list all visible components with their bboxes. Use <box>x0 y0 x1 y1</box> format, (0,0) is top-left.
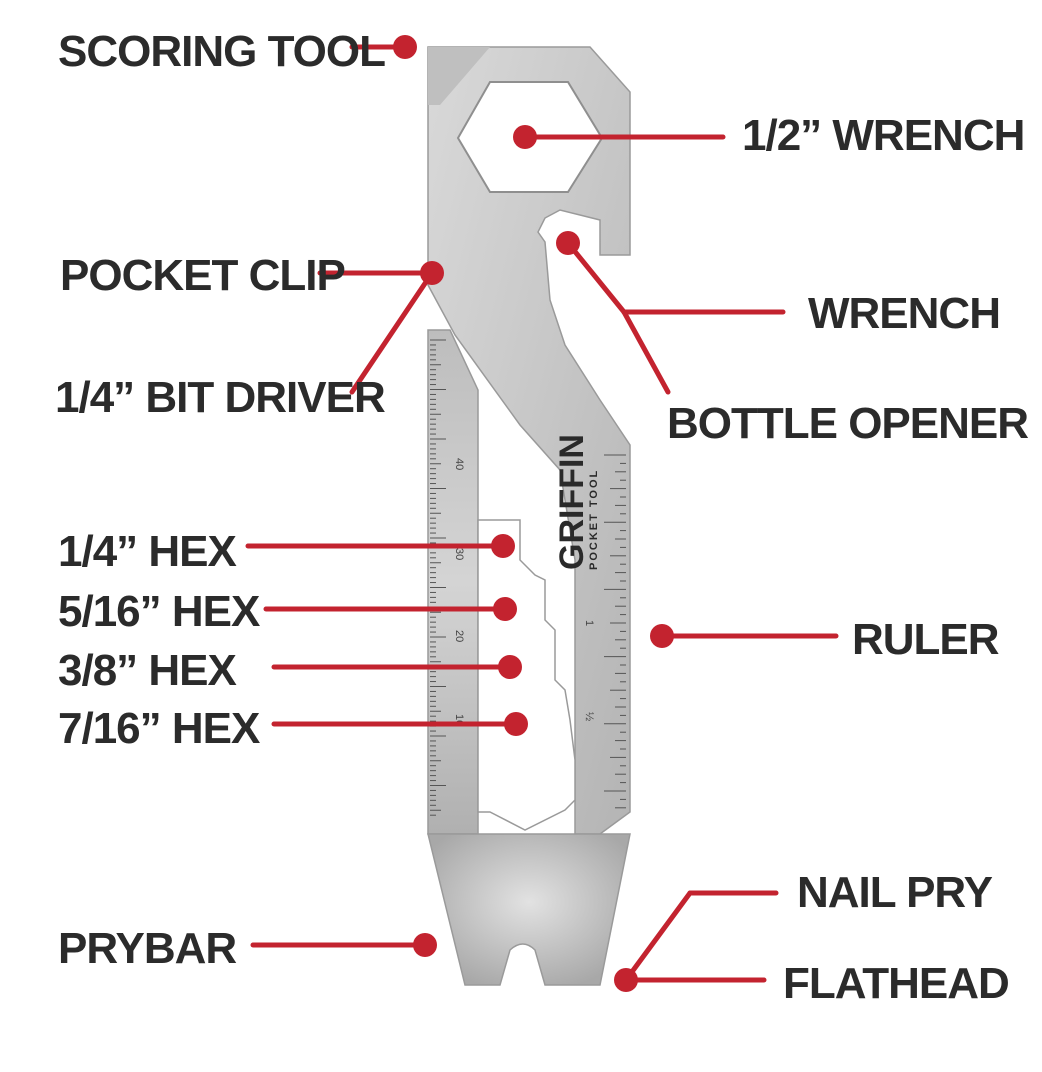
ruler-number-half: ½ <box>583 712 595 721</box>
callouts: SCORING TOOL 1/2” WRENCH POCKET CLIP 1/4… <box>55 27 1029 1008</box>
ruler-number-1: 1 <box>583 620 595 626</box>
left-ruler-bar <box>427 329 479 835</box>
callout-dot <box>493 597 517 621</box>
callout-dot <box>491 534 515 558</box>
callout-dot <box>393 35 417 59</box>
tool-head <box>427 46 631 835</box>
label-hex-7-16: 7/16” HEX <box>58 704 260 753</box>
callout-prybar: PRYBAR <box>58 924 437 973</box>
callout-ruler: RULER <box>650 615 1000 664</box>
callout-dot <box>504 712 528 736</box>
callout-scoring-tool: SCORING TOOL <box>58 27 417 76</box>
callout-line <box>565 240 627 315</box>
label-half-inch-wrench: 1/2” WRENCH <box>742 111 1024 160</box>
metric-ruler-ticks <box>430 339 446 816</box>
callout-dot <box>614 968 638 992</box>
brand-mark: GRIFFIN POCKET TOOL <box>553 434 600 570</box>
label-bit-driver: 1/4” BIT DRIVER <box>55 373 385 422</box>
callout-hex-1-4: 1/4” HEX <box>58 527 515 576</box>
label-scoring-tool: SCORING TOOL <box>58 27 385 76</box>
label-wrench: WRENCH <box>808 289 1000 338</box>
label-flathead: FLATHEAD <box>783 959 1009 1008</box>
callout-dot <box>413 933 437 957</box>
callout-dot <box>556 231 580 255</box>
scoring-tip <box>428 47 490 105</box>
callout-dot <box>420 261 444 285</box>
brand-subtitle: POCKET TOOL <box>588 469 600 570</box>
callout-dot <box>498 655 522 679</box>
tool-body: GRIFFIN POCKET TOOL 40 30 20 10 1 ½ <box>427 46 631 986</box>
callout-bottle-opener: WRENCH BOTTLE OPENER <box>556 231 1029 448</box>
callout-line <box>623 890 693 983</box>
callout-dot <box>513 125 537 149</box>
callout-line <box>621 309 671 395</box>
metric-ruler-numbers: 40 30 20 10 <box>453 458 465 726</box>
ruler-number-20: 20 <box>453 630 465 642</box>
label-prybar: PRYBAR <box>58 924 236 973</box>
callout-hex-5-16: 5/16” HEX <box>58 587 517 636</box>
brand-text: GRIFFIN <box>553 434 591 570</box>
label-hex-3-8: 3/8” HEX <box>58 646 237 695</box>
label-pocket-clip: POCKET CLIP <box>60 251 345 300</box>
callout-dot <box>650 624 674 648</box>
ruler-number-40: 40 <box>453 458 465 470</box>
label-ruler: RULER <box>852 615 999 664</box>
callout-pocket-clip: POCKET CLIP 1/4” BIT DRIVER <box>55 251 444 422</box>
ruler-number-30: 30 <box>453 548 465 560</box>
callout-line <box>349 270 435 395</box>
label-hex-5-16: 5/16” HEX <box>58 587 260 636</box>
imperial-ruler-ticks <box>604 454 626 809</box>
imperial-ruler-numbers: 1 ½ <box>583 620 595 721</box>
label-nail-pry: NAIL PRY <box>797 868 993 917</box>
label-hex-1-4: 1/4” HEX <box>58 527 237 576</box>
callout-half-inch-wrench: 1/2” WRENCH <box>513 111 1025 160</box>
label-bottle-opener: BOTTLE OPENER <box>667 399 1028 448</box>
callout-hex-3-8: 3/8” HEX <box>58 646 522 695</box>
prybar <box>427 833 631 986</box>
callout-hex-7-16: 7/16” HEX <box>58 704 528 753</box>
callout-nail-pry: NAIL PRY FLATHEAD <box>614 868 1010 1008</box>
